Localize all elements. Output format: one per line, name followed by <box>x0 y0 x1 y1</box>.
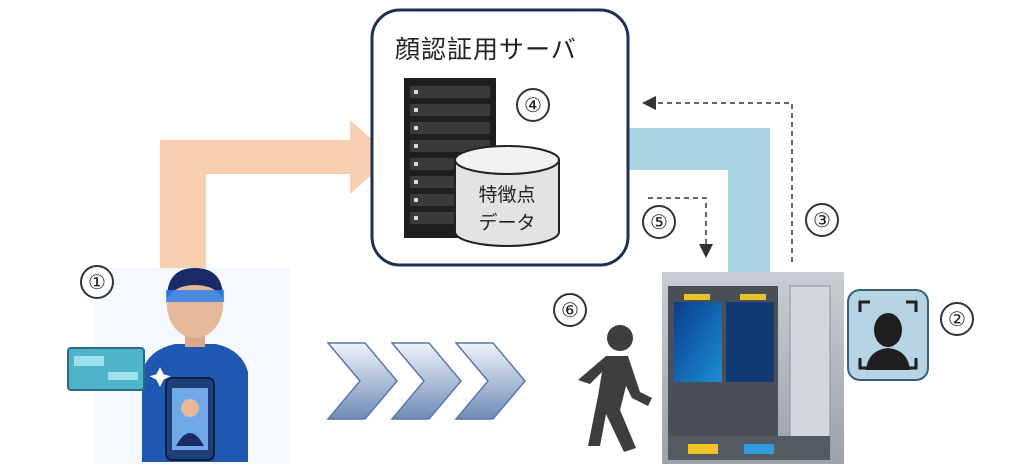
upload-arrow <box>160 120 392 268</box>
user-with-phone-icon <box>67 268 290 464</box>
face-scan-icon <box>847 289 929 381</box>
step-6-marker: ⑥ <box>553 293 587 327</box>
dashed-arrow-request <box>652 102 793 262</box>
walking-person-icon <box>578 325 652 452</box>
step-3-marker: ③ <box>805 203 839 237</box>
database-label-line1: 特徴点 <box>478 184 536 206</box>
dashed-arrow-response <box>648 197 707 246</box>
database-label-line2: データ <box>478 212 536 234</box>
step-1-marker: ① <box>80 265 114 299</box>
chevron-arrows-icon <box>326 342 526 420</box>
step-2-marker: ② <box>940 302 974 336</box>
dashed-arrow-request-head <box>642 96 656 110</box>
step-5-marker: ⑤ <box>642 205 676 239</box>
step-4-marker: ④ <box>516 88 550 122</box>
dashed-arrow-response-head <box>699 244 713 258</box>
database-icon <box>454 145 560 247</box>
gate-photo <box>662 272 844 464</box>
server-title: 顔認証用サーバ <box>395 35 577 64</box>
